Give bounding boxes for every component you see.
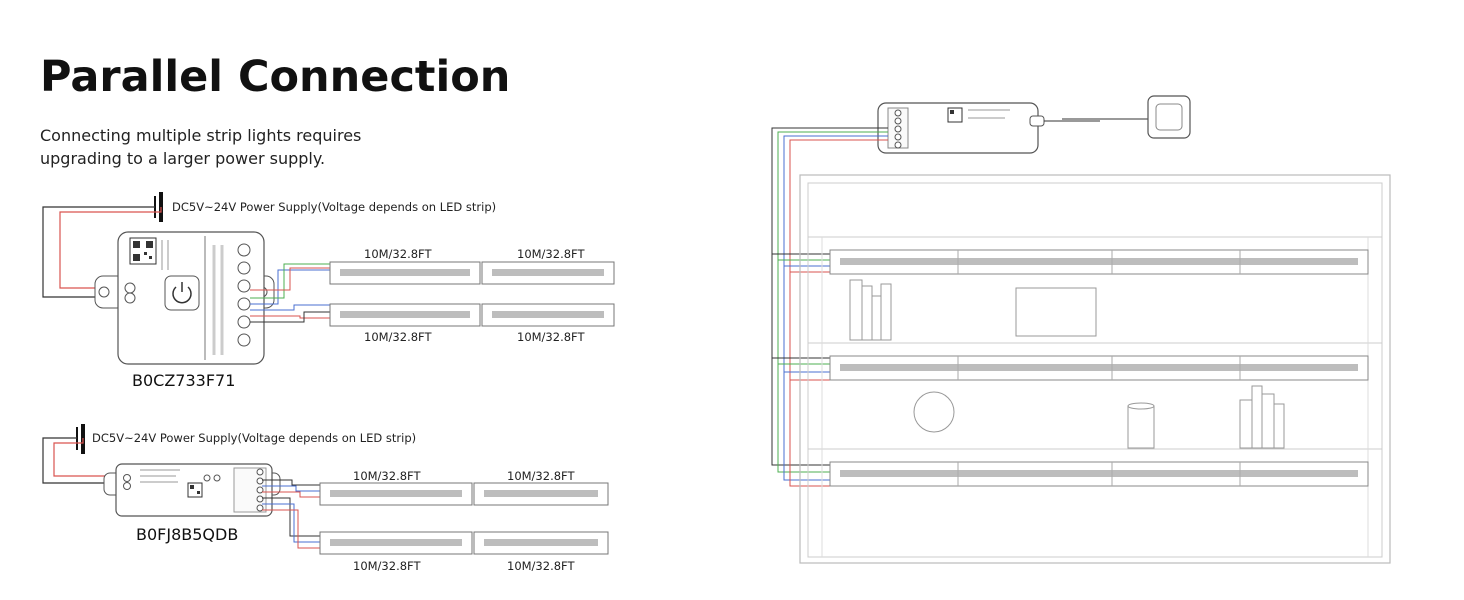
top-output-wires: [250, 263, 330, 323]
top-power-supply-symbol: [42, 192, 163, 298]
top-controller-model: B0CZ733F71: [132, 371, 236, 390]
bottom-strip-length-2: 10M/32.8FT: [507, 469, 575, 483]
bottom-power-supply-label: DC5V~24V Power Supply(Voltage depends on…: [92, 431, 417, 445]
bottom-output-wires: [262, 479, 320, 549]
cabinet-illustration: [771, 95, 1391, 564]
bottom-strip-length-3: 10M/32.8FT: [353, 559, 421, 573]
top-strip-length-2: 10M/32.8FT: [517, 247, 585, 261]
top-strip-row-1: [329, 261, 615, 285]
subtitle-line-1: Connecting multiple strip lights require…: [40, 126, 362, 145]
bottom-strip-length-4: 10M/32.8FT: [507, 559, 575, 573]
top-power-supply-label: DC5V~24V Power Supply(Voltage depends on…: [172, 200, 497, 214]
top-strip-length-1: 10M/32.8FT: [364, 247, 432, 261]
bottom-strip-row-1: [319, 482, 609, 506]
top-strip-row-2: [329, 303, 615, 327]
bottom-controller-model: B0FJ8B5QDB: [136, 525, 239, 544]
bottom-controller-body: [103, 463, 281, 517]
top-strip-length-3: 10M/32.8FT: [364, 330, 432, 344]
bottom-power-supply-symbol: [42, 424, 116, 484]
page-title: Parallel Connection: [40, 52, 511, 102]
bottom-strip-row-2: [319, 531, 609, 555]
top-controller-body: [94, 231, 275, 365]
top-strip-length-4: 10M/32.8FT: [517, 330, 585, 344]
bottom-strip-length-1: 10M/32.8FT: [353, 469, 421, 483]
subtitle-line-2: upgrading to a larger power supply.: [40, 149, 326, 168]
